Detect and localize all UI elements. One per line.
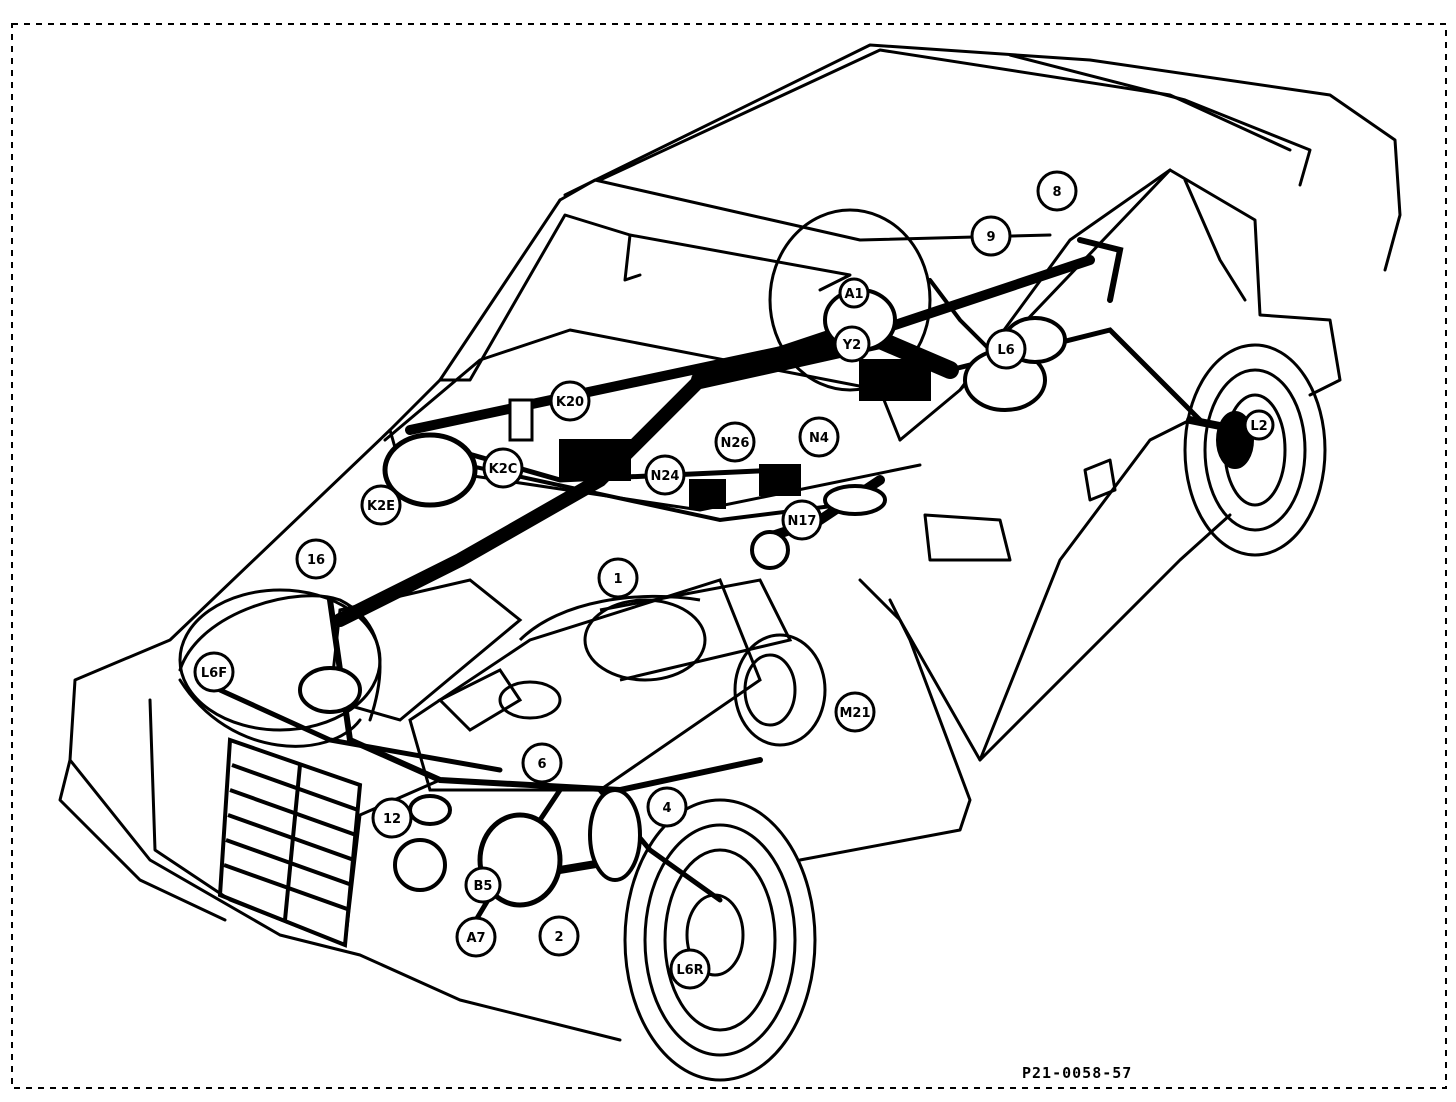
svg-text:L6: L6 — [997, 343, 1014, 358]
svg-text:12: 12 — [383, 812, 401, 827]
svg-text:A7: A7 — [466, 931, 485, 946]
callout-n24: N24 — [644, 454, 686, 496]
rear-left-wheel — [768, 208, 932, 392]
callout-l2: L2 — [1243, 409, 1275, 441]
svg-text:9: 9 — [986, 230, 995, 245]
svg-text:N24: N24 — [651, 469, 680, 484]
svg-text:4: 4 — [662, 801, 671, 816]
callout-n26: N26 — [714, 421, 756, 463]
svg-text:L6R: L6R — [676, 963, 703, 978]
callout-k2e: K2E — [360, 484, 402, 526]
callout-k2c: K2C — [482, 447, 524, 489]
svg-text:2: 2 — [554, 930, 563, 945]
callout-b5: B5 — [464, 866, 502, 904]
callout-a7: A7 — [455, 916, 497, 958]
callout-l6: L6 — [985, 328, 1027, 370]
front-right-wheel — [623, 798, 817, 1082]
components — [298, 288, 1254, 908]
svg-text:Y2: Y2 — [842, 338, 861, 353]
callout-4: 4 — [646, 786, 688, 828]
svg-text:N4: N4 — [809, 431, 829, 446]
brake-booster — [733, 633, 827, 747]
svg-text:L6F: L6F — [201, 666, 227, 681]
callouts: 1 2 4 6 8 9 12 16 — [193, 170, 1275, 990]
callout-1: 1 — [597, 557, 639, 599]
svg-text:B5: B5 — [474, 879, 493, 894]
callout-n17: N17 — [781, 499, 823, 541]
engine — [328, 578, 827, 792]
car-body — [58, 43, 1402, 1042]
svg-text:L2: L2 — [1250, 419, 1267, 434]
svg-text:K2C: K2C — [489, 462, 518, 477]
rear-right-wheel — [1183, 343, 1327, 557]
svg-text:6: 6 — [537, 757, 546, 772]
callout-a1: A1 — [838, 277, 870, 309]
callout-y2: Y2 — [833, 325, 871, 363]
callout-m21: M21 — [834, 691, 876, 733]
svg-text:N17: N17 — [788, 514, 817, 529]
front-left-wheel — [178, 588, 382, 732]
grille — [217, 737, 363, 948]
callout-8: 8 — [1036, 170, 1078, 212]
callout-16: 16 — [295, 538, 337, 580]
svg-text:1: 1 — [613, 572, 622, 587]
callout-l6f: L6F — [193, 651, 235, 693]
svg-text:K2E: K2E — [367, 499, 395, 514]
svg-text:M21: M21 — [839, 706, 870, 721]
callout-6: 6 — [521, 742, 563, 784]
figure-code: P21-0058-57 — [1022, 1064, 1133, 1082]
callout-k20: K20 — [549, 380, 591, 422]
callout-n4: N4 — [798, 416, 840, 458]
svg-text:8: 8 — [1052, 185, 1061, 200]
callout-12: 12 — [371, 797, 413, 839]
svg-text:16: 16 — [307, 553, 325, 568]
svg-text:A1: A1 — [844, 287, 863, 302]
page-border — [11, 23, 1447, 1089]
svg-text:K20: K20 — [556, 395, 584, 410]
svg-text:N26: N26 — [721, 436, 750, 451]
callout-9: 9 — [970, 215, 1012, 257]
callout-2: 2 — [538, 915, 580, 957]
callout-l6r: L6R — [669, 948, 711, 990]
